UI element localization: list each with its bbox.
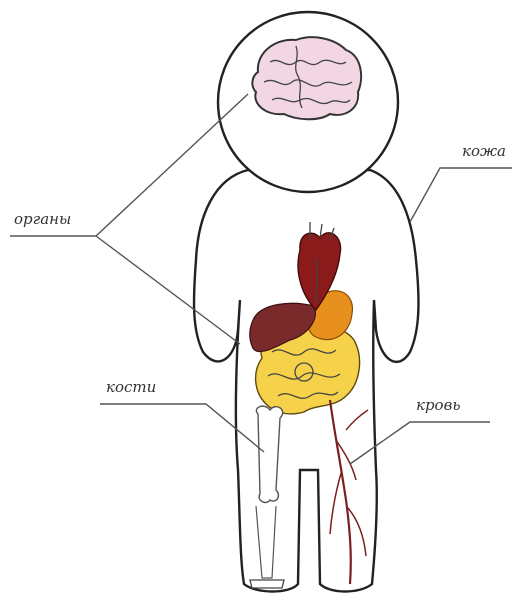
label-bones: кости <box>106 378 156 396</box>
label-organs: органы <box>14 210 71 228</box>
brain <box>252 37 361 119</box>
skin-leader-line <box>410 168 512 222</box>
label-skin: кожа <box>462 142 506 160</box>
label-blood: кровь <box>416 396 461 414</box>
